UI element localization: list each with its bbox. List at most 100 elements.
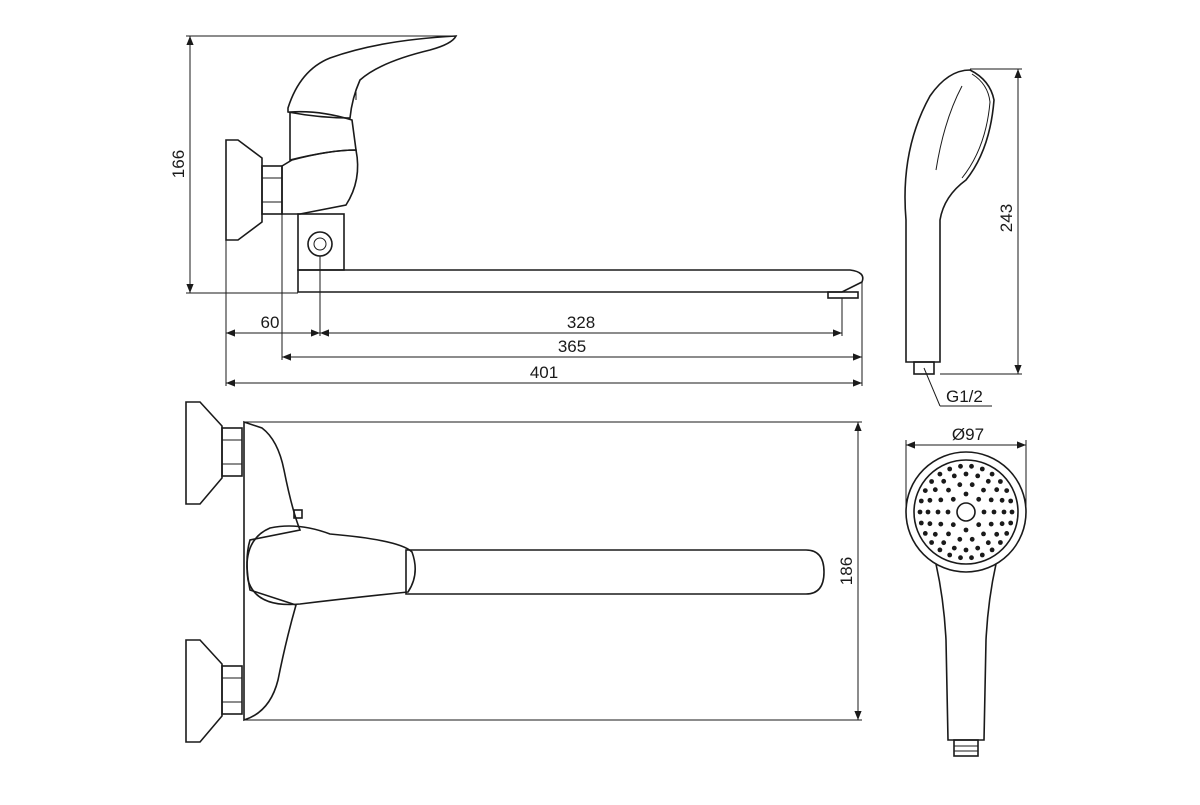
- nozzle: [969, 536, 975, 542]
- nozzle: [947, 552, 953, 558]
- nozzle: [1009, 509, 1015, 515]
- nozzle: [922, 488, 928, 493]
- lower-nut: [221, 665, 243, 715]
- shower-head-center: [956, 502, 976, 522]
- nozzle: [989, 547, 995, 553]
- nozzle: [929, 540, 934, 545]
- lever-pin: [293, 509, 303, 519]
- nozzle: [950, 496, 956, 502]
- nozzle: [998, 479, 1003, 484]
- nozzle: [985, 540, 991, 546]
- handshower-front-view: Ø97: [905, 425, 1027, 757]
- nozzle: [975, 545, 981, 551]
- nozzle: [932, 531, 938, 537]
- dimension-wall-offset-label: 60: [261, 313, 280, 332]
- shower-head-face: [913, 459, 1019, 565]
- handshower-connector: [913, 361, 935, 375]
- spout: [297, 269, 864, 293]
- nozzle: [981, 531, 986, 537]
- dimension-total-label: 401: [530, 363, 558, 382]
- nozzle: [963, 547, 969, 553]
- dimension-depth-label: 186: [837, 557, 856, 585]
- nozzle: [932, 487, 938, 493]
- nozzle: [981, 509, 987, 515]
- nozzle: [938, 521, 944, 527]
- diverter-block: [297, 213, 345, 271]
- nozzle: [951, 473, 957, 479]
- shower-handle: [935, 563, 997, 741]
- nozzle: [935, 509, 941, 515]
- nozzle: [922, 531, 928, 536]
- nozzle: [988, 497, 994, 503]
- upper-wall-flange: [185, 401, 223, 505]
- nozzle: [981, 487, 986, 493]
- dimension-reach-label: 328: [567, 313, 595, 332]
- nozzle: [999, 497, 1005, 503]
- nozzle: [929, 479, 934, 484]
- nozzle: [938, 497, 944, 503]
- nozzle: [999, 521, 1005, 527]
- nozzle: [979, 552, 985, 558]
- handshower-side-body: [904, 69, 995, 363]
- nozzle: [957, 536, 963, 542]
- nozzle: [994, 487, 1000, 493]
- nozzle: [941, 540, 947, 546]
- aerator: [827, 291, 859, 299]
- nozzle: [979, 466, 985, 472]
- cartridge-cover: [289, 110, 357, 162]
- nozzle: [946, 487, 951, 493]
- nozzle: [975, 473, 981, 479]
- dimension-spout-length-label: 365: [558, 337, 586, 356]
- nozzle: [969, 482, 975, 488]
- lower-wall-flange: [185, 639, 223, 743]
- nozzle: [958, 555, 963, 561]
- nozzle: [937, 547, 943, 553]
- lever-top: [246, 525, 416, 606]
- wall-flange: [225, 139, 263, 241]
- nozzle: [1001, 509, 1007, 515]
- nozzle: [950, 522, 956, 528]
- nozzle: [985, 478, 991, 484]
- nozzle: [998, 540, 1003, 545]
- nozzle: [941, 478, 947, 484]
- side-view: 166 60 328 365 401: [169, 35, 864, 387]
- nozzle: [1008, 520, 1014, 526]
- nozzle: [994, 531, 1000, 537]
- nozzle: [958, 463, 963, 469]
- nozzle: [976, 496, 982, 502]
- nozzle: [963, 471, 969, 477]
- nozzle: [957, 482, 963, 488]
- thread-label: G1/2: [946, 387, 983, 406]
- nozzle: [927, 497, 933, 503]
- diameter-label: Ø97: [952, 425, 984, 444]
- nozzle: [946, 531, 951, 537]
- nozzle: [1004, 488, 1010, 493]
- nozzle: [963, 527, 969, 533]
- nozzle: [991, 509, 997, 515]
- lever-handle: [287, 35, 458, 119]
- mixer-body-top: [243, 420, 302, 722]
- shower-head-outer: [905, 451, 1027, 573]
- dimension-height-label: 166: [169, 150, 188, 178]
- upper-nut: [221, 427, 243, 477]
- eccentric-nut: [261, 165, 283, 215]
- nozzle: [937, 471, 943, 477]
- nozzle: [927, 521, 933, 527]
- nozzle: [918, 498, 924, 504]
- nozzle: [1004, 531, 1010, 536]
- nozzle: [1008, 498, 1014, 504]
- nozzle: [947, 466, 953, 472]
- nozzle: [988, 521, 994, 527]
- nozzle: [918, 520, 924, 526]
- nozzle: [925, 509, 931, 515]
- nozzle: [963, 491, 969, 497]
- diverter-outlet: [307, 231, 333, 257]
- nozzle: [976, 522, 982, 528]
- nozzle: [951, 545, 957, 551]
- handshower-side-view: 243 G1/2: [904, 68, 1022, 407]
- dimension-handshower-length-label: 243: [997, 204, 1016, 232]
- nozzle: [945, 509, 951, 515]
- nozzle: [917, 509, 923, 515]
